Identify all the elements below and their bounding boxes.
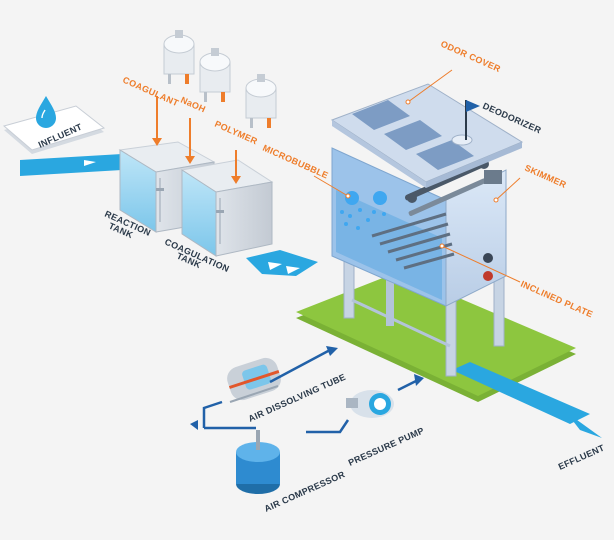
- flow-chevron: [268, 262, 282, 270]
- label-pressure-pump: PRESSURE PUMP: [347, 425, 426, 467]
- influent-pad: [2, 96, 106, 154]
- gauge-icon: [483, 271, 493, 281]
- air-compressor: [236, 430, 280, 494]
- leader-dot: [439, 243, 445, 249]
- daf-unit: [330, 83, 524, 377]
- skimmer-motor: [484, 170, 502, 184]
- odor-cover: [330, 83, 524, 188]
- label-skimmer: SKIMMER: [523, 163, 568, 190]
- flow-influent-to-reaction: [20, 154, 122, 176]
- pipes: [202, 348, 419, 434]
- mixer-blade: [216, 210, 224, 213]
- air-dissolving-tube: [227, 357, 281, 403]
- inclined-plates: [371, 212, 455, 270]
- label-microbubble: MICROBUBBLE: [261, 143, 330, 181]
- leader-dot: [405, 99, 411, 105]
- label-naoh: NaOH: [179, 95, 207, 115]
- flag-icon: [466, 100, 480, 112]
- dosing-tank-coagulant: [163, 30, 195, 84]
- pipe-arrow-heads: [190, 346, 424, 430]
- label-inclined-plate: INCLINED PLATE: [519, 279, 594, 320]
- flow-chevron: [84, 160, 96, 166]
- flow-path: [20, 154, 602, 438]
- leader-dot: [493, 197, 499, 203]
- label-effluent: EFFLUENT: [557, 443, 606, 472]
- dosing-arrows: [152, 96, 241, 184]
- deodorizer: [451, 100, 480, 146]
- flow-chevron: [286, 266, 300, 274]
- mixer-blade: [156, 188, 164, 191]
- label-coagulant: COAGULANT: [121, 75, 180, 109]
- flow-effluent: [452, 362, 590, 424]
- pressure-pump: [346, 390, 394, 418]
- dosing-tank-polymer: [245, 74, 277, 128]
- dosing-tank-naoh: [199, 48, 231, 102]
- flow-coag-to-daf: [246, 250, 318, 276]
- water-drop-icon: [36, 96, 56, 128]
- leader-lines: [313, 69, 521, 283]
- gauge-icon: [483, 253, 493, 263]
- effluent-arrow-head: [566, 412, 602, 438]
- coagulation-tank: [180, 159, 274, 257]
- label-odor-cover: ODOR COVER: [439, 39, 502, 74]
- microbubbles: [340, 191, 387, 230]
- leader-dot: [345, 193, 351, 199]
